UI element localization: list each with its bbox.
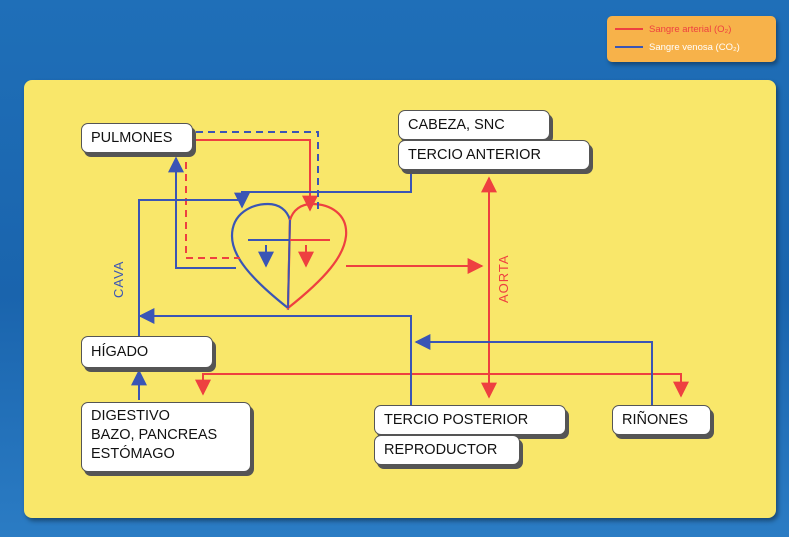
legend-item-venous: Sangre venosa (CO₂) [615,40,740,54]
node-digestivo-line-2: BAZO, PANCREAS [91,427,218,443]
node-pulmones: PULMONES [81,123,193,153]
node-cabeza-snc: CABEZA, SNC [398,110,550,140]
legend-venous-label: Sangre venosa (CO₂) [649,41,740,53]
node-tercio-posterior: TERCIO POSTERIOR [374,405,566,435]
node-reproductor: REPRODUCTOR [374,435,520,465]
venous-line-swatch [615,46,643,48]
node-rinones: RIÑONES [612,405,711,435]
renal-vein-path [414,334,653,406]
node-digestivo: DIGESTIVO BAZO, PANCREAS ESTÓMAGO [81,402,251,472]
node-digestivo-line-3: ESTÓMAGO [91,446,175,462]
pulmonary-artery-path [168,156,236,269]
pulmonary-dashed-right [196,131,319,212]
pulmonary-vein-path [196,139,318,212]
arterial-line-swatch [615,28,643,30]
cava-label: CAVA [111,260,126,298]
cava-vein-path [138,199,242,336]
venous-vessels [131,131,653,406]
node-digestivo-line-1: DIGESTIVO [91,408,170,424]
legend-item-arterial: Sangre arterial (O₂) [615,22,731,36]
renal-artery-path [489,373,689,398]
digestive-artery-path [195,373,489,396]
heart-icon [230,202,348,311]
node-tercio-anterior: TERCIO ANTERIOR [398,140,590,170]
posterior-return-path [138,308,412,406]
legend: Sangre arterial (O₂) Sangre venosa (CO₂) [607,16,776,62]
node-higado: HÍGADO [81,336,213,368]
head-return-path [234,166,412,209]
legend-arterial-label: Sangre arterial (O₂) [649,23,732,35]
aorta-label: AORTA [496,254,511,303]
